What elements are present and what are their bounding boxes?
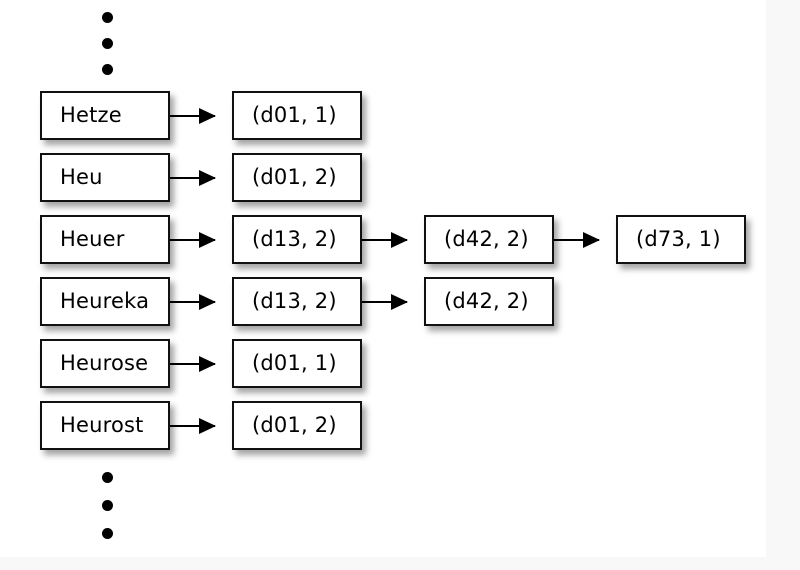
ellipsis-dot [102,472,113,483]
term-box[interactable]: Heureka [40,277,170,326]
ellipsis-top [102,12,114,82]
term-label: Heu [60,165,103,189]
posting-label: (d01, 2) [252,413,337,437]
posting-box[interactable]: (d13, 2) [232,277,362,326]
term-label: Heuer [60,227,125,251]
posting-box[interactable]: (d13, 2) [232,215,362,264]
posting-box[interactable]: (d01, 2) [232,401,362,450]
ellipsis-dot [102,64,113,75]
term-box[interactable]: Heurose [40,339,170,388]
edge-term-to-posting-5 [170,356,216,372]
posting-box[interactable]: (d01, 2) [232,153,362,202]
edge-term-to-posting-4 [170,294,216,310]
posting-label: (d13, 2) [252,289,337,313]
term-label: Heurose [60,351,149,375]
term-label: Heurost [60,413,144,437]
edge-term-to-posting-6 [170,418,216,434]
ellipsis-dot [102,528,113,539]
ellipsis-dot [102,500,113,511]
posting-label: (d13, 2) [252,227,337,251]
posting-box[interactable]: (d73, 1) [616,215,746,264]
posting-label: (d01, 2) [252,165,337,189]
edge-term-to-posting-3 [170,232,216,248]
term-box[interactable]: Heu [40,153,170,202]
ellipsis-bottom [102,472,114,542]
posting-box[interactable]: (d01, 1) [232,91,362,140]
posting-box[interactable]: (d42, 2) [424,277,554,326]
posting-label: (d01, 1) [252,351,337,375]
posting-label: (d73, 1) [636,227,721,251]
ellipsis-dot [102,38,113,49]
term-box[interactable]: Heurost [40,401,170,450]
term-label: Heureka [60,289,150,313]
edge-posting1-to-posting2-row3 [362,232,408,248]
posting-label: (d42, 2) [444,289,529,313]
edge-posting1-to-posting2-row4 [362,294,408,310]
term-box[interactable]: Hetze [40,91,170,140]
posting-box[interactable]: (d01, 1) [232,339,362,388]
ellipsis-dot [102,12,113,23]
term-label: Hetze [60,103,122,127]
posting-label: (d01, 1) [252,103,337,127]
edge-term-to-posting-1 [170,108,216,124]
posting-box[interactable]: (d42, 2) [424,215,554,264]
edge-posting2-to-posting3 [554,232,600,248]
posting-label: (d42, 2) [444,227,529,251]
edge-term-to-posting-2 [170,170,216,186]
term-box[interactable]: Heuer [40,215,170,264]
